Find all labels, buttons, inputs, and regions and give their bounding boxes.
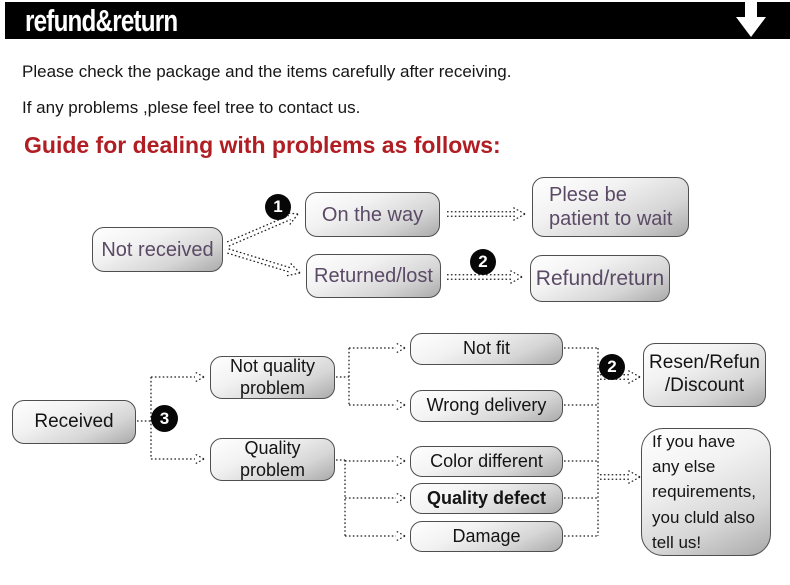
node-quality-problem: Quality problem [210,438,335,481]
node-be-patient: Plese be patient to wait [532,177,689,237]
node-resend-refund-discount: Resen/Refun /Discount [643,343,766,407]
node-on-the-way: On the way [305,192,440,237]
banner: refund&return [5,2,790,39]
node-not-quality-problem: Not quality problem [210,356,335,399]
node-refund-return: Refund/return [530,255,670,302]
node-returned-lost: Returned/lost [306,254,441,298]
node-other-requirements: If you have any else requirements, you c… [641,428,771,556]
banner-title: refund&return [25,3,178,38]
intro-line-2: If any problems ,plese feel tree to cont… [22,98,361,117]
step-badge-3: 3 [151,405,178,432]
node-quality-defect: Quality defect [410,483,563,514]
node-damage: Damage [410,521,563,552]
step-badge-2b: 2 [599,354,625,380]
node-received: Received [12,400,136,444]
node-not-received: Not received [92,227,223,272]
intro-line-1: Please check the package and the items c… [22,62,512,81]
node-color-different: Color different [410,446,563,477]
step-badge-2: 2 [470,249,496,275]
node-wrong-delivery: Wrong delivery [410,390,563,422]
node-not-fit: Not fit [410,333,563,365]
step-badge-1: 1 [265,194,291,220]
guide-heading: Guide for dealing with problems as follo… [24,132,501,158]
